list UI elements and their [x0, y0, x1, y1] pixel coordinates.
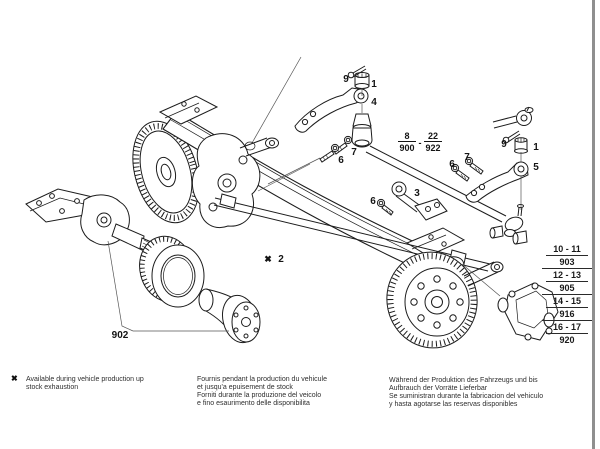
- ref-row-num: 14 - 15: [546, 295, 588, 308]
- callout-center-link: 3: [414, 188, 420, 199]
- bolts-right: [450, 156, 484, 182]
- ref-row: 16 - 17 920: [541, 321, 593, 347]
- spring-seat-right: [405, 227, 466, 257]
- spring-seat-left: [158, 95, 219, 125]
- caliper-bracket: [497, 282, 559, 341]
- ref-row: 12 - 13 905: [541, 269, 593, 295]
- cotter-pin-left: [347, 65, 367, 79]
- ref-row-den: 916: [542, 308, 592, 321]
- steering-arm-left: [294, 87, 369, 133]
- callout-bolt-long-right: 7: [464, 152, 470, 163]
- footnote-it: Forniti durante la produzione del veicol…: [197, 392, 375, 407]
- callout-bolt-short-right: 6: [449, 159, 455, 170]
- right-brake-disc: [386, 251, 478, 349]
- qty-marker-icon: ✖: [264, 254, 272, 264]
- castle-nut-right: [514, 137, 528, 154]
- callout-bolt-short-left: 6: [338, 155, 344, 166]
- leader-lines: [107, 56, 522, 332]
- callout-center-link-bolt: 6: [370, 196, 376, 207]
- footnote-es-line1: Se suministran durante la fabricacion de…: [389, 393, 544, 400]
- cotter-pin-right: [502, 130, 521, 144]
- ref-row-den: 920: [559, 335, 575, 345]
- ref-table: 10 - 11 903 12 - 13 905 14 - 15 916 16 -…: [541, 243, 593, 347]
- footnote-es: Se suministran durante la fabricacion de…: [389, 393, 581, 408]
- footnote-fr-line1: Fournis pendant la production du vehicul…: [197, 376, 327, 383]
- callout-ref-b-den: 922: [425, 143, 440, 153]
- ref-row-num: 10 - 11: [546, 243, 588, 256]
- steering-arm-right: [465, 161, 529, 203]
- footnote-de: Während der Produktion des Fahrzeugs und…: [389, 377, 581, 392]
- stub-axle-knuckle: [25, 188, 167, 257]
- footnote-en-line2: stock exhaustion: [26, 383, 79, 391]
- footnote-fr-line2: et jusqu'a epuisement de stock: [197, 383, 293, 391]
- callout-hub-group: 902: [112, 330, 129, 341]
- footnote-de-line1: Während der Produktion des Fahrzeugs und…: [389, 377, 538, 384]
- center-link: [391, 181, 448, 221]
- caliper-bushings: [489, 225, 528, 245]
- footnote-en: Available during vehicle production up s…: [26, 376, 186, 391]
- footnotes: ✖ Available during vehicle production up…: [0, 373, 592, 449]
- footnote-en-line1: Available during vehicle production up: [26, 376, 144, 383]
- callout-nut-left: 1: [371, 79, 377, 90]
- callout-pin-right: 9: [501, 139, 507, 150]
- wheel-hub: [198, 288, 261, 344]
- callout-labels: 9 1 4 7 6 8 900 - 22 922 3 6 7 6 9 1 5 ✖…: [112, 74, 540, 341]
- ref-row-den: 905: [542, 282, 592, 295]
- bolts-left: [319, 135, 353, 163]
- left-brake-disc: [132, 120, 200, 224]
- ref-row-den: 903: [542, 256, 592, 269]
- footnote-it-line1: Forniti durante la produzione del veicol…: [197, 392, 322, 399]
- callout-ref-a-num: 8: [404, 131, 409, 141]
- callout-pin-left: 9: [343, 74, 349, 85]
- callout-nut-right: 1: [533, 142, 539, 153]
- footnote-fr: Fournis pendant la production du vehicul…: [197, 376, 375, 391]
- footnote-marker-icon: ✖: [11, 374, 18, 383]
- callout-ref-separator: -: [419, 138, 422, 148]
- right-steering-arm-stub: [463, 261, 504, 287]
- brake-drum-ring: [139, 235, 205, 308]
- center-link-bolt: [376, 198, 394, 216]
- footnote-es-line2: y hasta agotarse las reservas disponible…: [389, 400, 518, 408]
- footnote-it-line2: e fino esaurimento delle disponibilita: [197, 399, 310, 407]
- footnote-de-line2: Aufbrauch der Vorräte Lieferbar: [389, 384, 488, 392]
- qty-marker-value: 2: [278, 254, 284, 265]
- ref-row: 10 - 11 903: [541, 243, 593, 269]
- left-knuckle: [191, 133, 279, 228]
- callout-bolt-long-left: 7: [351, 147, 357, 158]
- ref-row-num: 12 - 13: [546, 269, 588, 282]
- callout-arm-right: 5: [533, 162, 539, 173]
- drag-link: [351, 113, 524, 237]
- page-right-edge: [592, 0, 595, 449]
- callout-arm-left: 4: [371, 97, 377, 108]
- callout-ref-a-den: 900: [399, 143, 414, 153]
- ref-row: 14 - 15 916: [541, 295, 593, 321]
- tie-rod-end: [492, 106, 534, 129]
- callout-ref-b-num: 22: [428, 131, 438, 141]
- ref-row-num: 16 - 17: [546, 321, 588, 334]
